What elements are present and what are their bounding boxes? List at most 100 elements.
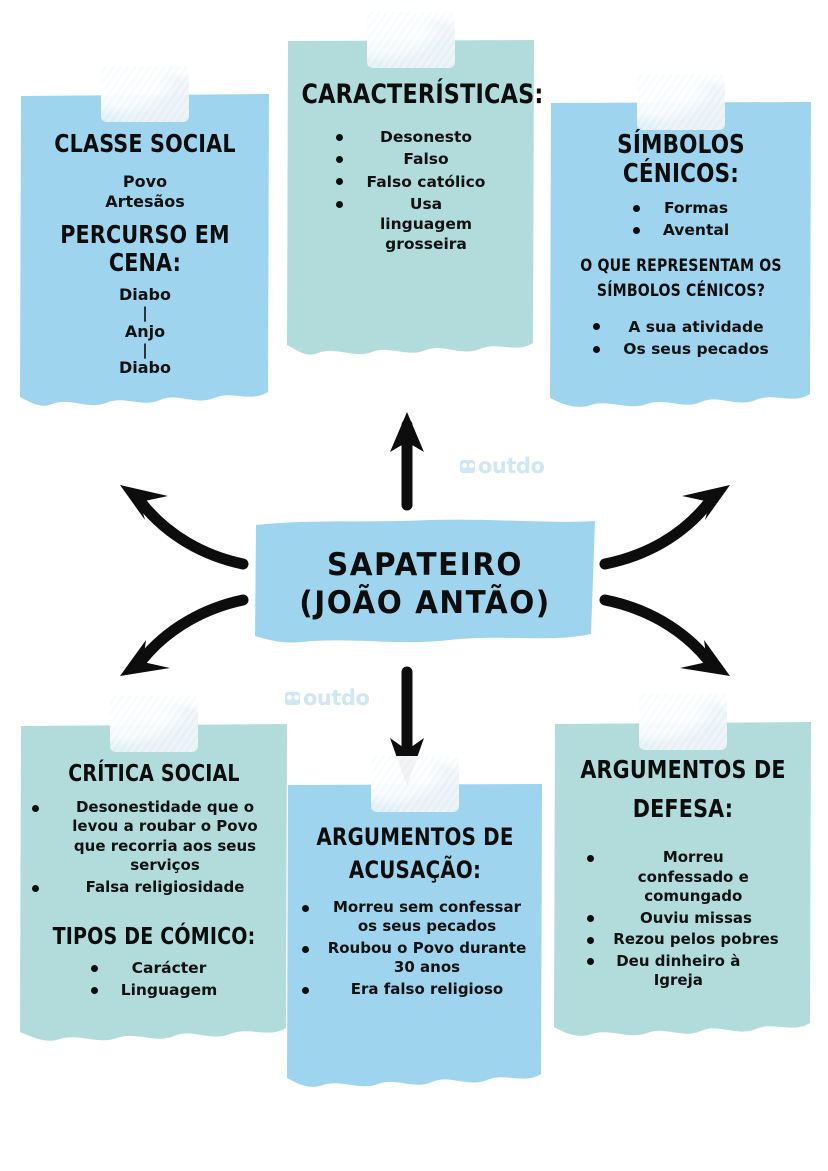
- list-item: Falso católico: [336, 172, 486, 192]
- sequence-step-1: Diabo: [118, 285, 171, 304]
- card-title-line2: ACUSAÇÃO:: [348, 855, 482, 884]
- card-paper-shape: [20, 724, 287, 1041]
- watermark-label: outdo: [303, 686, 370, 710]
- subline-artesaos: Artesãos: [105, 192, 185, 211]
- list-item-label: A sua atividade: [628, 317, 764, 336]
- list-item: Os seus pecados: [593, 339, 769, 359]
- card-title-line1: ARGUMENTOS DE: [580, 755, 786, 784]
- list-item-label: Avental: [662, 221, 730, 240]
- list-item: Deu dinheiro à Igreja: [587, 952, 743, 991]
- card-paper-shape: [287, 784, 542, 1087]
- watermark-label: outdo: [478, 454, 545, 478]
- washi-tape: [371, 756, 459, 812]
- bullet-dot: [32, 884, 39, 892]
- card-argumentos-defesa: ARGUMENTOS DE DEFESA: Morreu confessado …: [552, 694, 814, 1050]
- arrow-up-to-caracteristicas: [390, 412, 424, 511]
- list-item-label: Roubou o Povo durante 30 anos: [327, 938, 527, 977]
- list-item: Desonestidade que o levou a roubar o Pov…: [32, 798, 276, 876]
- sequence-connector-2: |: [142, 340, 148, 359]
- list-item: Era falso religioso: [302, 980, 528, 1000]
- list-item: Rezou pelos pobres: [587, 930, 779, 950]
- bullet-dot: [302, 986, 309, 994]
- list-item-label: Falso católico: [366, 172, 486, 191]
- arrow-upright-to-simbolos: [599, 485, 730, 570]
- bullet-list: Morreu sem confessar os seus pecados Rou…: [302, 898, 528, 1002]
- list-item: Morreu confessado e comungado: [587, 848, 773, 907]
- sequence-step-3: Diabo: [118, 358, 171, 377]
- bullet-list-secondary: A sua atividade Os seus pecados: [593, 317, 769, 361]
- sequence-step-2: Anjo: [124, 321, 166, 341]
- bullet-dot: [632, 205, 640, 213]
- card-subtitle-tipos-comico: TIPOS DE CÓMICO:: [52, 924, 256, 951]
- card-paper-shape: [20, 94, 269, 406]
- bullet-dot: [593, 323, 601, 331]
- center-title-line2: (JOÃO ANTÃO): [299, 585, 551, 621]
- bullet-dot: [336, 178, 343, 186]
- bullet-dot: [32, 804, 39, 812]
- card-title-line1: ARGUMENTOS DE: [316, 823, 514, 851]
- list-item-label: Os seus pecados: [623, 339, 769, 358]
- sequence-connector-1: |: [142, 304, 148, 322]
- washi-tape: [639, 694, 727, 750]
- card-critica-social: CRÍTICA SOCIAL Desonestidade que o levou…: [18, 696, 290, 1054]
- list-item: Carácter: [90, 958, 218, 978]
- bullet-dot: [587, 854, 595, 862]
- card-paper-shape: [550, 102, 811, 407]
- card-simbolos-cenicos: SÍMBOLOS CÉNICOS: Formas Avental O QUE R…: [548, 74, 814, 420]
- outdo-logo-icon: [285, 691, 300, 705]
- card-title: CLASSE SOCIAL: [54, 129, 236, 158]
- list-item-label: Morreu confessado e comungado: [637, 848, 749, 905]
- bullet-list: Desonestidade que o levou a roubar o Pov…: [32, 798, 276, 900]
- bullet-dot: [302, 945, 309, 953]
- card-classe-social: CLASSE SOCIAL Povo Artesãos PERCURSO EM …: [18, 66, 272, 422]
- bullet-dot: [632, 227, 640, 235]
- arrow-upleft-to-classe-social: [120, 485, 249, 570]
- bullet-list: Morreu confessado e comungado Ouviu miss…: [587, 848, 779, 993]
- bullet-dot: [336, 156, 343, 164]
- list-item: Desonesto: [336, 127, 486, 147]
- list-item: Avental: [632, 220, 730, 240]
- list-item: Formas: [632, 198, 729, 218]
- card-subtitle-percurso: PERCURSO EM CENA:: [60, 220, 230, 277]
- list-item: Falso: [336, 149, 486, 169]
- bullet-dot: [336, 134, 343, 142]
- card-caracteristicas: CARACTERÍSTICAS: Desonesto Falso Falso c…: [286, 12, 544, 368]
- bullet-dot: [302, 904, 309, 912]
- watermark-outdo: outdo: [460, 454, 545, 478]
- list-item-label: Era falso religioso: [350, 979, 504, 998]
- washi-tape: [101, 66, 189, 122]
- center-title-line1: SAPATEIRO: [327, 547, 523, 583]
- card-title: CARACTERÍSTICAS:: [301, 79, 544, 110]
- list-item: Linguagem: [90, 980, 218, 1000]
- list-item-label: Linguagem: [120, 981, 218, 1000]
- arrow-downleft-to-critica-social: [120, 594, 249, 676]
- bullet-dot: [593, 345, 601, 353]
- bullet-list: Formas Avental: [632, 198, 730, 242]
- list-item: Usa linguagem grosseira: [336, 194, 486, 254]
- list-item-label: Usa linguagem grosseira: [379, 194, 472, 253]
- outdo-logo-icon: [460, 459, 475, 473]
- list-item-label: Rezou pelos pobres: [613, 930, 779, 948]
- center-paper-shape: [255, 519, 595, 643]
- washi-tape: [637, 74, 725, 130]
- bullet-dot: [587, 958, 595, 966]
- bullet-dot: [587, 915, 595, 923]
- list-item: A sua atividade: [593, 317, 768, 337]
- list-item: Roubou o Povo durante 30 anos: [302, 939, 528, 978]
- washi-tape: [110, 696, 198, 752]
- list-item-label: Falsa religiosidade: [85, 877, 245, 896]
- list-item-label: Carácter: [131, 959, 207, 977]
- list-item-label: Formas: [663, 199, 729, 218]
- washi-tape: [367, 12, 455, 68]
- card-paper-shape: [287, 40, 534, 355]
- list-item-label: Desonestidade que o levou a roubar o Pov…: [72, 797, 258, 875]
- center-node-sapateiro: SAPATEIRO (JOÃO ANTÃO): [250, 516, 600, 646]
- list-item-label: Falso: [403, 150, 449, 169]
- card-question: O QUE REPRESENTAM OS SÍMBOLOS CÉNICOS?: [580, 255, 782, 302]
- bullet-dot: [90, 964, 98, 972]
- arrow-downright-to-defesa: [599, 594, 730, 676]
- list-item: Falsa religiosidade: [32, 878, 276, 898]
- bullet-list: Desonesto Falso Falso católico Usa lingu…: [336, 127, 486, 256]
- bullet-list-secondary: Carácter Linguagem: [90, 958, 218, 1002]
